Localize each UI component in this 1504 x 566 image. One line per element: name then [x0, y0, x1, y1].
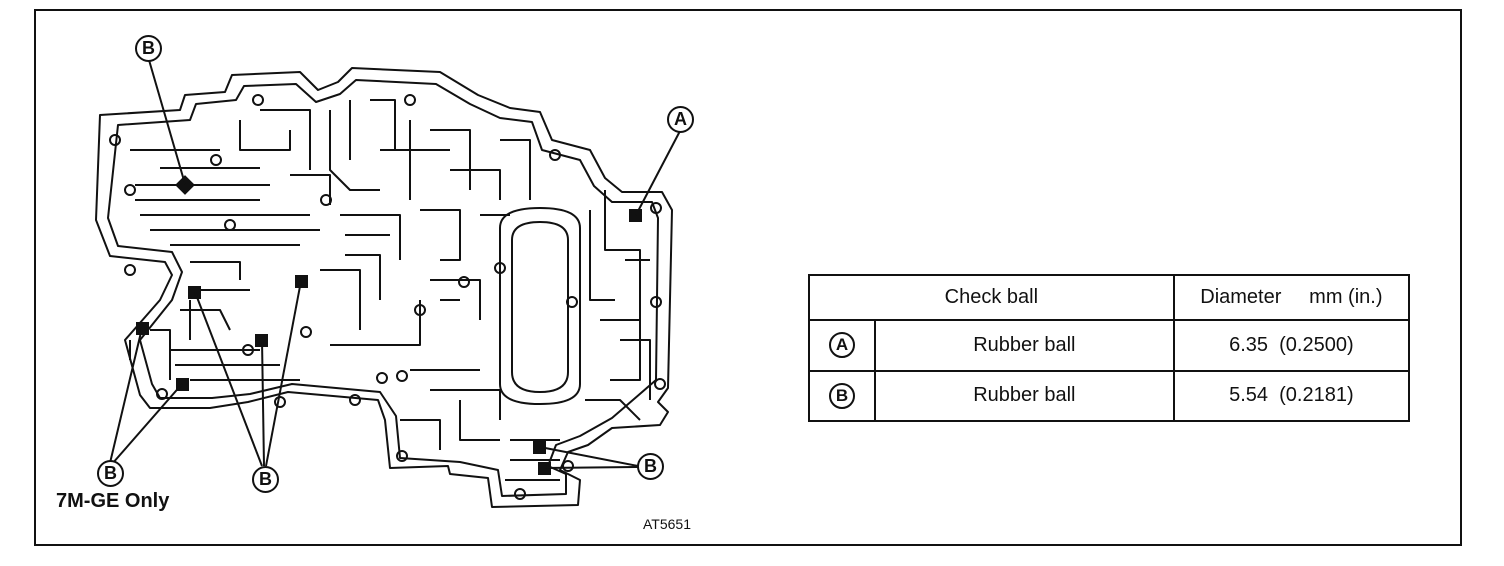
figure-code: AT5651	[643, 516, 691, 532]
center-oval	[511, 221, 569, 393]
header-check-ball: Check ball	[808, 273, 1175, 322]
check-ball-b-right-1	[533, 441, 546, 454]
row-type: Rubber ball	[874, 319, 1175, 372]
check-ball-table: Check ball Diameter mm (in.) A Rubber ba…	[808, 273, 1411, 423]
leader-lines	[109, 59, 681, 469]
row-type: Rubber ball	[874, 369, 1175, 423]
figure-border	[34, 9, 1462, 546]
row-diameter: 6.35 (0.2500)	[1172, 319, 1411, 372]
row-mark-cell: A	[808, 319, 876, 372]
callout-b-bottom-right: B	[637, 453, 664, 480]
callout-b-bottom-left: B	[97, 460, 124, 487]
table-row: B Rubber ball 5.54 (0.2181)	[808, 369, 1411, 423]
mark-b-circle: B	[829, 382, 855, 409]
callout-b-top-left: B	[135, 35, 162, 62]
table-row: A Rubber ball 6.35 (0.2500)	[808, 319, 1411, 372]
check-ball-b-top	[175, 175, 195, 195]
check-ball-a	[629, 209, 642, 222]
header-diameter: Diameter mm (in.)	[1172, 273, 1411, 322]
plate-outline	[95, 67, 673, 508]
model-note: 7M-GE Only	[56, 490, 170, 512]
callout-b-bottom-middle: B	[252, 466, 279, 493]
check-ball-b-right-2	[538, 462, 551, 475]
callout-a-right: A	[667, 106, 694, 133]
mark-a-circle: A	[829, 332, 855, 359]
table-header-row: Check ball Diameter mm (in.)	[808, 273, 1411, 322]
row-mark-cell: B	[808, 369, 876, 423]
plate-inner-outline	[107, 79, 659, 497]
check-ball-markers	[136, 175, 642, 475]
row-diameter: 5.54 (0.2181)	[1172, 369, 1411, 423]
